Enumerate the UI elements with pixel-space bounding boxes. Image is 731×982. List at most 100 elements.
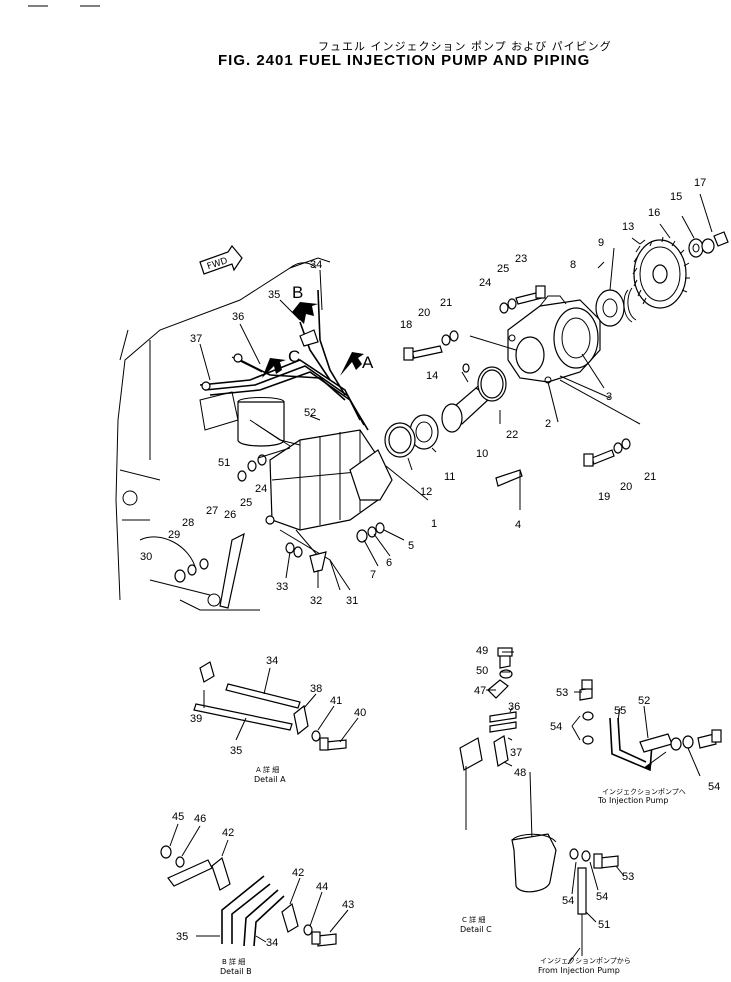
part-16: 16 — [648, 207, 660, 219]
part-2: 2 — [545, 418, 551, 430]
detail-c-part-52: 52 — [638, 695, 650, 707]
part-10: 10 — [476, 448, 488, 460]
detail-a-part-39: 39 — [190, 713, 202, 725]
part-35: 35 — [268, 289, 280, 301]
fasteners — [174, 285, 631, 609]
view-marker-b: B — [292, 283, 318, 324]
detail-a: 34 38 39 35 40 41 A 詳 細 Detail A — [190, 655, 366, 784]
part-21-b: 21 — [644, 471, 656, 483]
detail-c-part-54-d: 54 — [562, 895, 574, 907]
part-37: 37 — [190, 333, 202, 345]
marker-b-label: B — [292, 283, 303, 302]
drive-gear-assembly — [595, 231, 729, 327]
part-29: 29 — [168, 529, 180, 541]
part-12: 12 — [420, 486, 432, 498]
detail-c-part-55: 55 — [614, 705, 626, 717]
detail-c-caption: Detail C — [460, 925, 492, 934]
part-19: 19 — [598, 491, 610, 503]
detail-b-part-35: 35 — [176, 931, 188, 943]
detail-a-part-34: 34 — [266, 655, 278, 667]
part-7: 7 — [370, 569, 376, 581]
detail-b-part-42: 42 — [222, 827, 234, 839]
leader-lines-main — [199, 193, 713, 591]
part-3: 3 — [606, 391, 612, 403]
part-52: 52 — [304, 407, 316, 419]
part-20-b: 20 — [620, 481, 632, 493]
part-15: 15 — [670, 191, 682, 203]
detail-b-part-42-b: 42 — [292, 867, 304, 879]
detail-a-part-41: 41 — [330, 695, 342, 707]
part-24-b: 24 — [255, 483, 267, 495]
part-18: 18 — [400, 319, 412, 331]
detail-b-part-34: 34 — [266, 937, 278, 949]
part-21: 21 — [440, 297, 452, 309]
detail-c-part-53-b: 53 — [622, 871, 634, 883]
detail-c-part-51: 51 — [598, 919, 610, 931]
drive-housing — [507, 295, 601, 384]
part-1: 1 — [431, 518, 437, 530]
part-numbers-main: 1 2 3 4 5 6 7 8 9 10 11 12 13 14 15 16 1… — [140, 177, 706, 607]
part-36: 36 — [232, 311, 244, 323]
detail-c: 49 50 47 36 37 48 53 53 54 54 54 54 55 5… — [459, 645, 722, 975]
part-8: 8 — [570, 259, 576, 271]
part-33: 33 — [276, 581, 288, 593]
detail-c-part-36: 36 — [508, 701, 520, 713]
part-20: 20 — [418, 307, 430, 319]
detail-b-part-44: 44 — [316, 881, 328, 893]
part-11: 11 — [444, 471, 455, 483]
detail-c-part-54-b: 54 — [708, 781, 720, 793]
part-5: 5 — [408, 540, 414, 552]
injection-pump-body — [265, 429, 393, 591]
detail-a-part-35: 35 — [230, 745, 242, 757]
figure-title-japanese: フュエル インジェクション ポンプ および パイピング — [318, 40, 612, 53]
part-28: 28 — [182, 517, 194, 529]
marker-c-label: C — [288, 347, 300, 366]
detail-b-part-43: 43 — [342, 899, 354, 911]
detail-c-part-54: 54 — [550, 721, 562, 733]
part-30: 30 — [140, 551, 152, 563]
part-4: 4 — [515, 519, 521, 531]
from-pump-note: From Injection Pump — [538, 966, 620, 975]
detail-b-caption: Detail B — [220, 967, 252, 976]
detail-c-part-49: 49 — [476, 645, 488, 657]
to-pump-note-jp: インジェクションポンプへ — [602, 788, 686, 796]
detail-a-caption: Detail A — [254, 775, 286, 784]
detail-c-part-47: 47 — [474, 685, 486, 697]
part-9: 9 — [598, 237, 604, 249]
detail-c-part-54-c: 54 — [596, 891, 608, 903]
part-32: 32 — [310, 595, 322, 607]
detail-a-part-40: 40 — [354, 707, 366, 719]
detail-a-caption-jp: A 詳 細 — [256, 765, 279, 774]
detail-c-part-37: 37 — [510, 747, 522, 759]
detail-b-caption-jp: B 詳 細 — [222, 957, 245, 966]
figure-title: FIG. 2401 FUEL INJECTION PUMP AND PIPING — [218, 52, 591, 69]
part-22: 22 — [506, 429, 518, 441]
part-51: 51 — [218, 457, 230, 469]
from-pump-note-jp: インジェクションポンプから — [540, 957, 631, 965]
marker-a-label: A — [362, 353, 374, 372]
detail-c-caption-jp: C 詳 細 — [462, 915, 485, 924]
forward-direction-arrow: FWD — [199, 244, 243, 275]
detail-b-part-46: 46 — [194, 813, 206, 825]
part-34: 34 — [310, 259, 322, 271]
part-17: 17 — [694, 177, 706, 189]
detail-a-part-38: 38 — [310, 683, 322, 695]
view-marker-c: C — [262, 347, 300, 378]
part-31: 31 — [346, 595, 358, 607]
view-marker-a: A — [340, 352, 374, 376]
detail-b-part-45: 45 — [172, 811, 184, 823]
part-23: 23 — [515, 253, 527, 265]
detail-b: 45 46 42 42 44 43 35 34 B 詳 細 Detail B — [160, 811, 354, 976]
part-6: 6 — [386, 557, 392, 569]
fuel-pipes — [199, 289, 369, 447]
to-pump-note: To Injection Pump — [597, 796, 668, 805]
part-25-b: 25 — [240, 497, 252, 509]
part-26: 26 — [224, 509, 236, 521]
part-13: 13 — [622, 221, 634, 233]
detail-c-part-50: 50 — [476, 665, 488, 677]
detail-c-part-48: 48 — [514, 767, 526, 779]
part-25: 25 — [497, 263, 509, 275]
part-27: 27 — [206, 505, 218, 517]
